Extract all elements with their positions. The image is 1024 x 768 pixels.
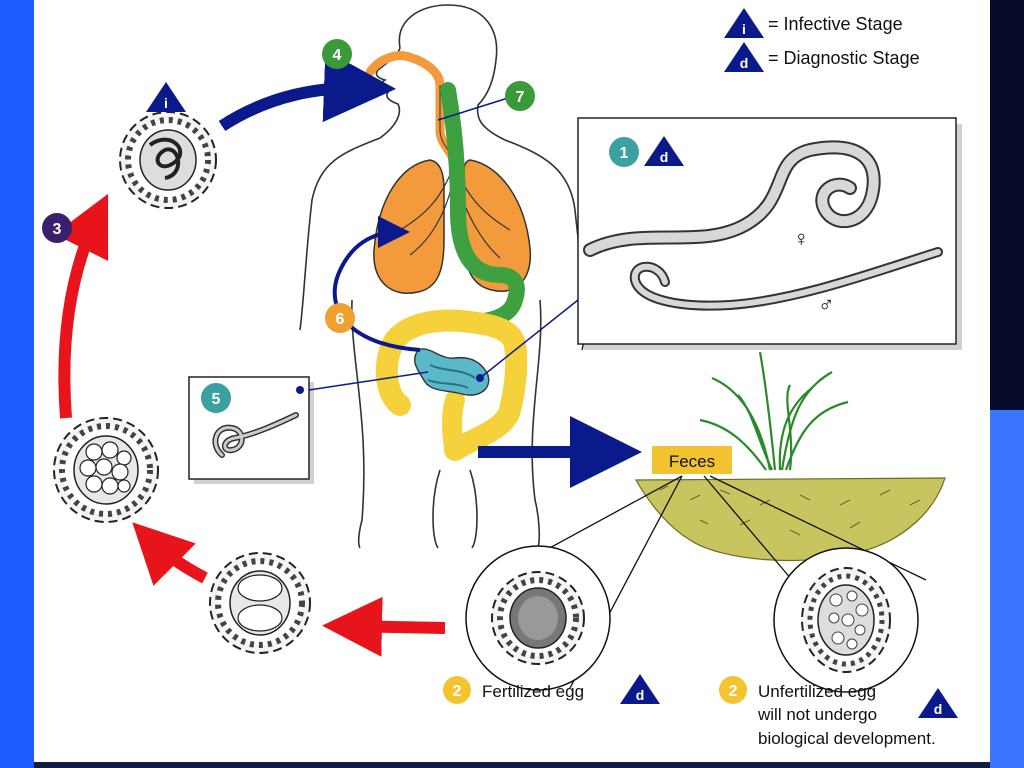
step-7-number: 7 [516,89,525,106]
fertilized-egg [465,545,611,691]
step-2-unfertilized: 2 Unfertilized egg will not undergo biol… [719,676,958,748]
adult-worms-box: ♀ ♂ [577,117,962,350]
infective-stage-label: = Infective Stage [768,14,903,34]
rectum [442,390,465,460]
step-7: 7 [505,81,535,111]
legend-diagnostic: d = Diagnostic Stage [724,42,920,72]
feces-box [652,446,732,474]
two-cell-egg [209,552,311,654]
step-5-number: 5 [212,391,221,408]
step-2-unfertilized-number: 2 [729,683,738,700]
unfertilized-egg-label-line2: will not undergo [757,705,877,724]
diagnostic-symbol: d [740,55,749,71]
unfertilized-diagnostic-triangle-icon [918,688,958,718]
step-1-diagnostic-triangle-icon [644,136,684,166]
larva-pointer-dot [296,386,304,394]
infective-triangle-icon [724,8,764,38]
step-2-fertilized: 2 Fertilized egg d [443,674,660,704]
stomach [440,82,525,330]
embryonation-arrow-start [322,596,446,657]
worm-pointer-dot [476,374,484,382]
fertilized-diagnostic-triangle-icon [620,674,660,704]
ingestion-arrow [218,50,396,132]
infective-symbol: i [742,21,746,37]
step-2-fertilized-number: 2 [453,683,462,700]
morula-egg [53,417,159,523]
grass [699,351,849,471]
infective-stage-symbol: i [164,95,168,111]
bottom-frame-bar [34,762,990,768]
embryonation-arrow-up [54,193,109,419]
embryonation-arrow-mid [132,522,208,586]
trachea [365,51,460,185]
worm-pointer-line [479,299,579,379]
unfertilized-diagnostic-symbol: d [934,701,943,717]
female-symbol: ♀ [793,226,810,251]
step-6: 6 [325,303,355,333]
male-symbol: ♂ [818,292,835,317]
feces-label: Feces [669,452,715,471]
soil-and-grass [634,351,946,562]
small-intestine-folds [427,364,476,389]
esophagus [445,89,459,211]
step-1: 1 d [609,136,684,167]
unfertilized-egg-label-line1: Unfertilized egg [758,682,876,701]
diagnostic-triangle-icon [724,42,764,72]
unfertilized-egg-label-line3: biological development. [758,729,936,748]
infective-egg [119,111,217,209]
legend: i = Infective Stage d = Diagnostic Stage [724,8,920,72]
step-4: 4 [322,39,352,69]
step-3: 3 [42,213,72,243]
left-frame-bar [0,0,34,768]
step-1-number: 1 [620,145,629,162]
step-3-number: 3 [53,221,62,238]
infective-stage-triangle-icon [146,82,186,112]
step-1-diagnostic-symbol: d [660,149,669,165]
step-6-number: 6 [336,311,345,328]
legend-infective: i = Infective Stage [724,8,903,38]
larva-pointer-line [308,371,429,391]
infective-stage-marker: i [146,82,186,112]
fertilized-diagnostic-symbol: d [636,687,645,703]
step-5: 5 [201,383,231,413]
step-4-number: 4 [333,47,342,64]
right-frame-accent [990,410,1024,768]
fertilized-egg-label: Fertilized egg [482,682,584,701]
larva-migration-arrow [332,216,421,352]
diagnostic-stage-label: = Diagnostic Stage [768,48,920,68]
lungs [373,159,531,294]
trachea-pointer-line [437,97,509,121]
small-intestine [414,348,490,396]
unfertilized-egg [773,547,919,693]
